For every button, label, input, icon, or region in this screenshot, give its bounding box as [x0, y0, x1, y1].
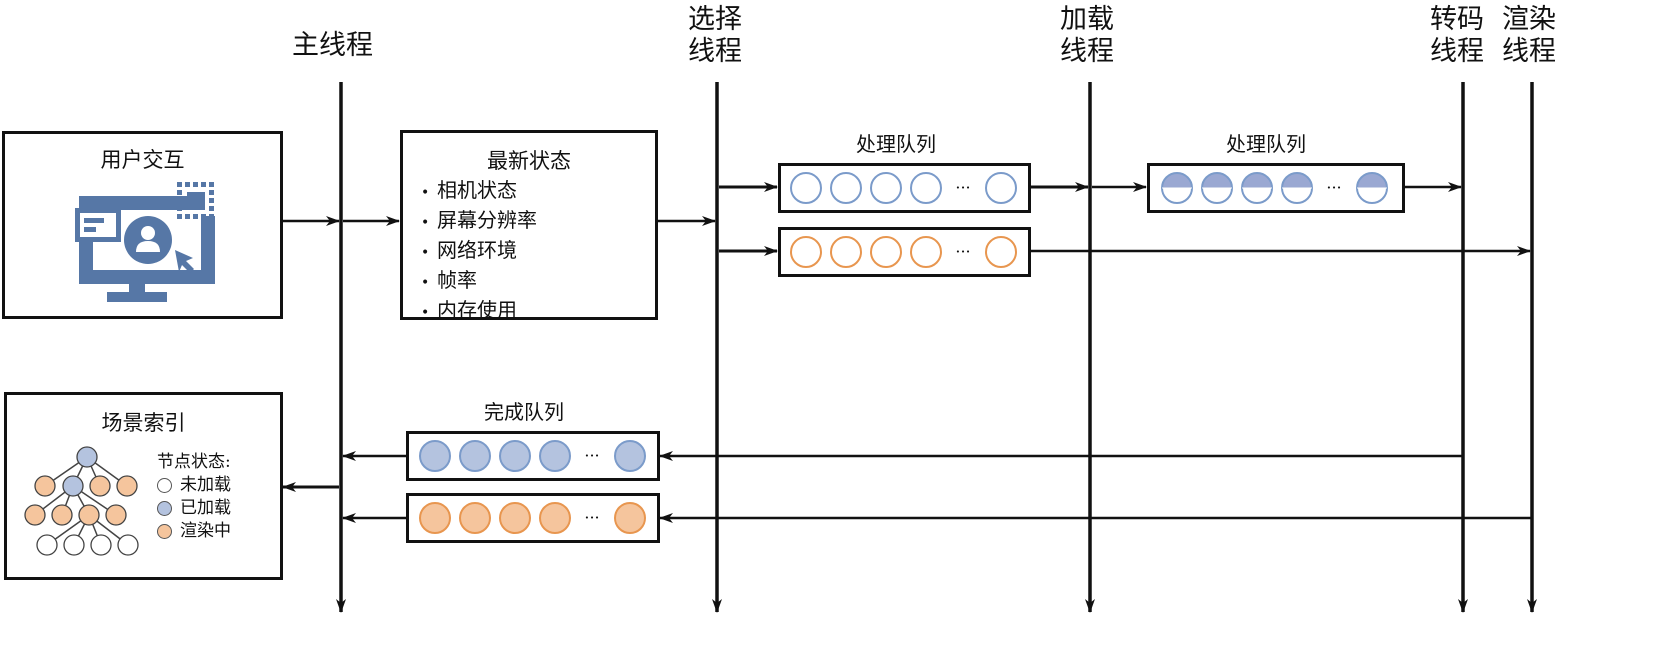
tree-node-rendering [116, 475, 138, 497]
tree-node-loaded [76, 446, 98, 468]
thread-label-load: 加载 线程 [1060, 4, 1114, 68]
tree-node-rendering [51, 504, 73, 526]
queue-item-half-fill [1202, 173, 1232, 188]
queue-item [419, 502, 451, 534]
queue-item [910, 236, 942, 268]
queue-item-half-fill [1282, 173, 1312, 188]
queue-item [539, 502, 571, 534]
scene-tree [24, 446, 139, 556]
thread-label-transcode-line1: 转码 [1430, 4, 1484, 35]
tree-node-rendering [89, 475, 111, 497]
queue-item [499, 502, 531, 534]
queue-item [790, 236, 822, 268]
node-state-legend: 节点状态: 未加载 已加载 渲染中 [157, 451, 231, 543]
thread-label-transcode: 转码 线程 [1430, 4, 1484, 68]
thread-label-select-line2: 线程 [688, 36, 742, 67]
tree-node-rendering [24, 504, 46, 526]
scene-index-box: 场景索引 节点状态: 未加载 已加载 渲染中 [4, 392, 283, 580]
latest-state-item: 屏幕分辨率 [421, 207, 537, 237]
monitor-user-cursor-icon [75, 182, 215, 302]
tree-node-unloaded [117, 534, 139, 556]
legend-label: 未加载 [180, 475, 231, 495]
legend-item-unloaded: 未加载 [157, 474, 231, 497]
queue-ellipsis: ··· [584, 446, 599, 465]
select-blue-queue [778, 163, 1031, 213]
tree-node-unloaded [63, 534, 85, 556]
loaded-dot-icon [157, 501, 172, 516]
thread-label-render: 渲染 线程 [1502, 4, 1556, 68]
queue-item [459, 440, 491, 472]
queue-item [419, 440, 451, 472]
queue-ellipsis: ··· [955, 178, 970, 197]
latest-state-title: 最新状态 [487, 149, 571, 173]
queue-item [910, 172, 942, 204]
thread-label-main: 主线程 [292, 30, 373, 62]
queue-item [830, 236, 862, 268]
tree-node-rendering [105, 504, 127, 526]
thread-label-render-line1: 渲染 [1502, 4, 1556, 35]
legend-label: 已加载 [180, 498, 231, 518]
thread-label-render-line2: 线程 [1502, 36, 1556, 67]
legend-title: 节点状态: [157, 452, 231, 472]
queue-item [790, 172, 822, 204]
queue-item [499, 440, 531, 472]
thread-label-main-text: 主线程 [292, 30, 373, 61]
queue-item [985, 172, 1017, 204]
processing-queue-label-load: 处理队列 [1226, 132, 1306, 156]
queue-item [830, 172, 862, 204]
done-queue-label: 完成队列 [484, 400, 564, 424]
legend-item-loaded: 已加载 [157, 497, 231, 520]
latest-state-item: 内存使用 [421, 297, 537, 327]
latest-state-item: 网络环境 [421, 237, 537, 267]
thread-label-load-line1: 加载 [1060, 4, 1114, 35]
tree-node-rendering [78, 504, 100, 526]
tree-node-unloaded [90, 534, 112, 556]
queue-item [614, 440, 646, 472]
thread-label-select-line1: 选择 [688, 4, 742, 35]
processing-queue-label-select: 处理队列 [856, 132, 936, 156]
latest-state-item: 相机状态 [421, 177, 537, 207]
thread-label-select: 选择 线程 [688, 4, 742, 68]
rendering-dot-icon [157, 524, 172, 539]
latest-state-item: 帧率 [421, 267, 537, 297]
thread-label-transcode-line2: 线程 [1430, 36, 1484, 67]
queue-item-half-fill [1162, 173, 1192, 188]
load-blue-queue [1147, 163, 1405, 213]
queue-item [870, 172, 902, 204]
unloaded-dot-icon [157, 478, 172, 493]
queue-item [614, 502, 646, 534]
tree-node-loaded [62, 475, 84, 497]
thread-label-load-line2: 线程 [1060, 36, 1114, 67]
tree-node-rendering [34, 475, 56, 497]
queue-item-half-fill [1242, 173, 1272, 188]
user-interaction-box: 用户交互 [2, 131, 283, 319]
tree-node-unloaded [36, 534, 58, 556]
queue-item [870, 236, 902, 268]
legend-label: 渲染中 [180, 521, 231, 541]
latest-state-list: 相机状态 屏幕分辨率 网络环境 帧率 内存使用 [421, 177, 537, 327]
queue-ellipsis: ··· [955, 242, 970, 261]
queue-item-half-fill [1357, 173, 1387, 188]
scene-index-title: 场景索引 [101, 411, 186, 435]
queue-item [985, 236, 1017, 268]
done-blue-queue [406, 431, 660, 481]
queue-ellipsis: ··· [1326, 178, 1341, 197]
legend-item-rendering: 渲染中 [157, 520, 231, 543]
queue-ellipsis: ··· [584, 508, 599, 527]
queue-item [539, 440, 571, 472]
user-interaction-title: 用户交互 [100, 148, 185, 172]
latest-state-box: 最新状态 相机状态 屏幕分辨率 网络环境 帧率 内存使用 [400, 130, 658, 322]
queue-item [459, 502, 491, 534]
done-orange-queue [406, 493, 660, 543]
select-orange-queue [778, 227, 1031, 277]
